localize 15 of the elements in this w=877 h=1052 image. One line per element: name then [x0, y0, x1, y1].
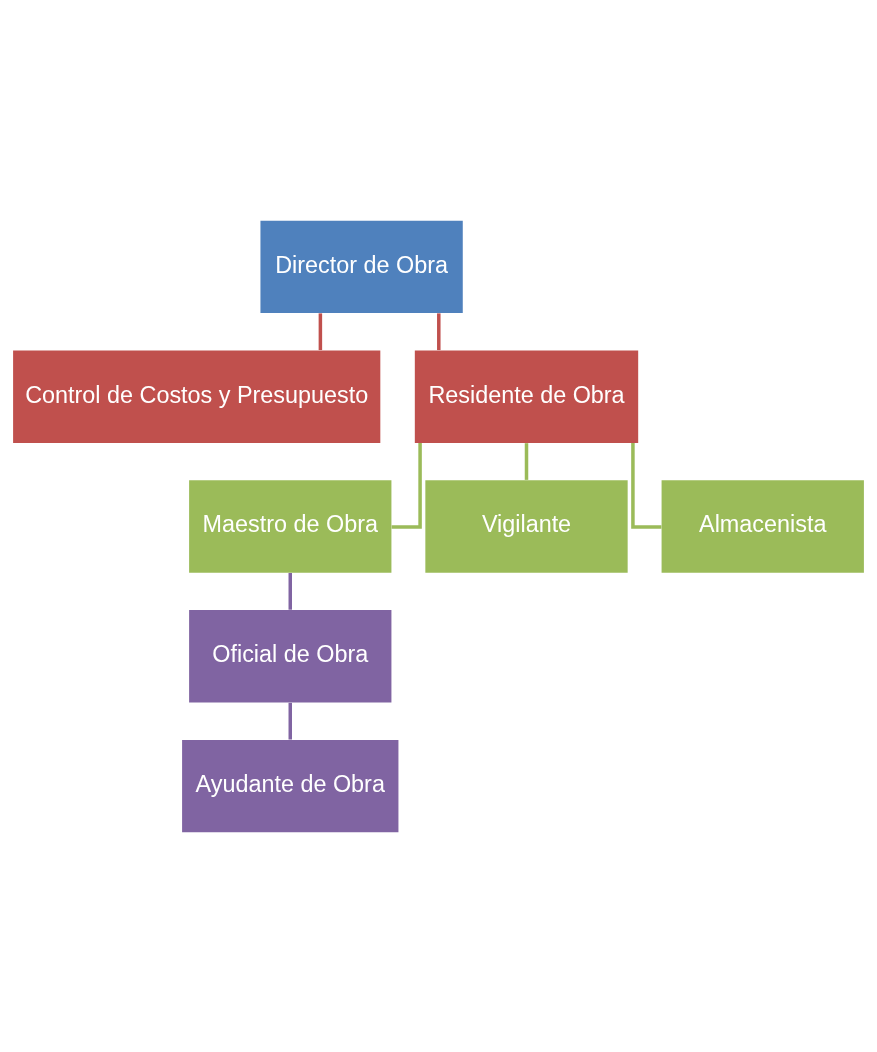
node-box: Director de Obra [260, 220, 463, 313]
node-box: Control de Costos y Presupuesto [13, 350, 381, 443]
node-box: Vigilante [425, 479, 628, 573]
connector [524, 442, 529, 480]
node-box: Ayudante de Obra [182, 739, 399, 832]
node-box: Maestro de Obra [189, 479, 392, 573]
node-box: Oficial de Obra [189, 609, 392, 702]
connector [288, 572, 293, 610]
connector [391, 442, 422, 529]
connector [318, 312, 323, 350]
connector [631, 442, 662, 529]
connector [288, 702, 293, 739]
connector [437, 312, 441, 350]
node-box: Residente de Obra [414, 350, 639, 443]
node-box: Almacenista [661, 479, 864, 573]
